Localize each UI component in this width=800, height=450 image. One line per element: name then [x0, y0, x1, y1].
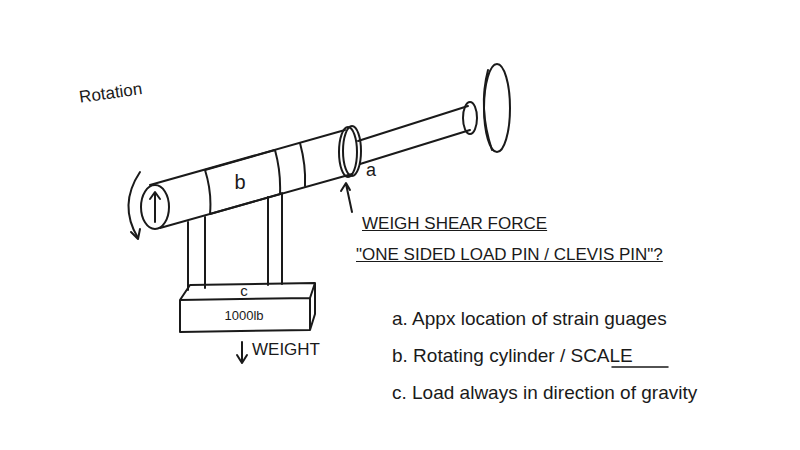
rotation-label: Rotation: [78, 79, 143, 107]
gauge-collar: [339, 127, 357, 177]
weight-value: 1000lb: [224, 309, 263, 324]
leader-arrow: [341, 183, 352, 212]
part-letter: b: [234, 171, 245, 194]
end-arrow: [150, 192, 160, 222]
rotation-arrowhead: [131, 229, 140, 239]
cylinder-band: b: [200, 145, 285, 220]
part-letter: c: [240, 282, 248, 299]
shaft-bottom: [360, 130, 470, 164]
legend-note: c. Load always in direction of gravity: [392, 382, 697, 404]
band-edge: [300, 143, 305, 186]
question-note: "ONE SIDED LOAD PIN / CLEVIS PIN"?: [356, 245, 663, 265]
weight-label: WEIGHT: [252, 340, 320, 360]
callout-letter: a: [366, 160, 376, 181]
flange: [463, 102, 477, 134]
strap: [188, 217, 205, 290]
mount-disk-rim: [484, 70, 492, 150]
gauge-collar: [343, 126, 361, 176]
weight-arrow: [237, 342, 247, 363]
weight-tray: c 1000lb: [172, 276, 318, 338]
rotation-arrow: [128, 172, 140, 238]
scale-underline: [612, 366, 668, 368]
legend-note: a. Appx location of strain guages: [392, 308, 667, 330]
mount-disk: [484, 64, 510, 152]
strap: [268, 193, 282, 285]
legend-note: b. Rotating cylinder / SCALE: [392, 345, 633, 367]
heading-note: WEIGH SHEAR FORCE: [362, 214, 547, 234]
cylinder-end: [141, 185, 169, 229]
